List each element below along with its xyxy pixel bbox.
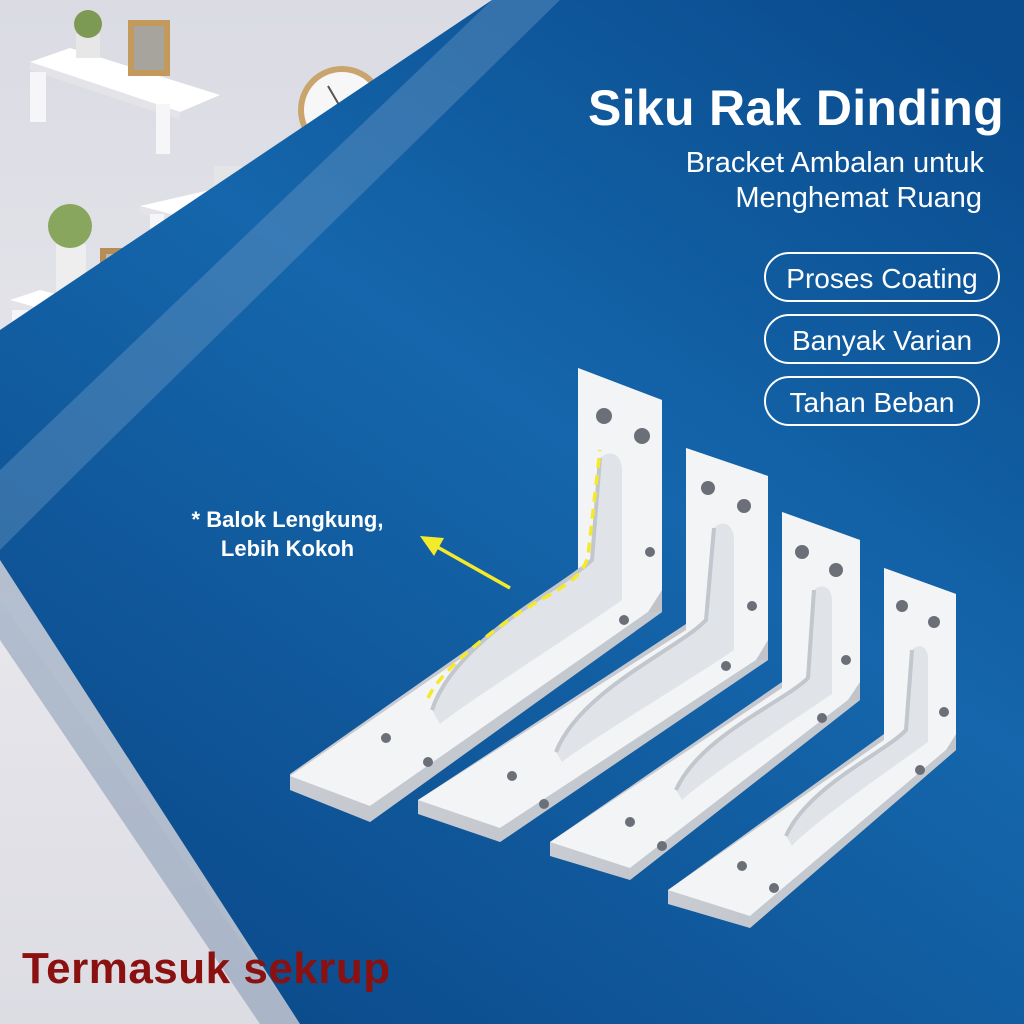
curved-beam-callout (420, 449, 602, 699)
callout-line-2: Lebih Kokoh (220, 536, 355, 561)
bracket-3 (550, 512, 860, 880)
callout-arrow-line (431, 542, 511, 590)
bracket-group (290, 368, 956, 928)
arrow-head-icon (420, 536, 444, 556)
headline-title: Siku Rak Dinding (588, 80, 1004, 136)
bracket-4 (668, 568, 956, 928)
headline-subtitle: Bracket Ambalan untuk Menghemat Ruang (484, 146, 984, 216)
feature-badge-coating: Proses Coating (764, 252, 1000, 302)
screws-included-label: Termasuk sekrup (22, 944, 391, 993)
callout-line-1: * Balok Lengkung, (191, 507, 384, 532)
subtitle-line-1: Bracket Ambalan untuk (685, 147, 984, 179)
feature-badge-load: Tahan Beban (764, 376, 980, 426)
subtitle-line-2: Menghemat Ruang (735, 182, 982, 214)
callout-text: * Balok Lengkung, Lebih Kokoh (150, 505, 425, 563)
bracket-2 (418, 448, 768, 842)
feature-badge-variants: Banyak Varian (764, 314, 1000, 364)
bracket-1 (290, 368, 662, 822)
